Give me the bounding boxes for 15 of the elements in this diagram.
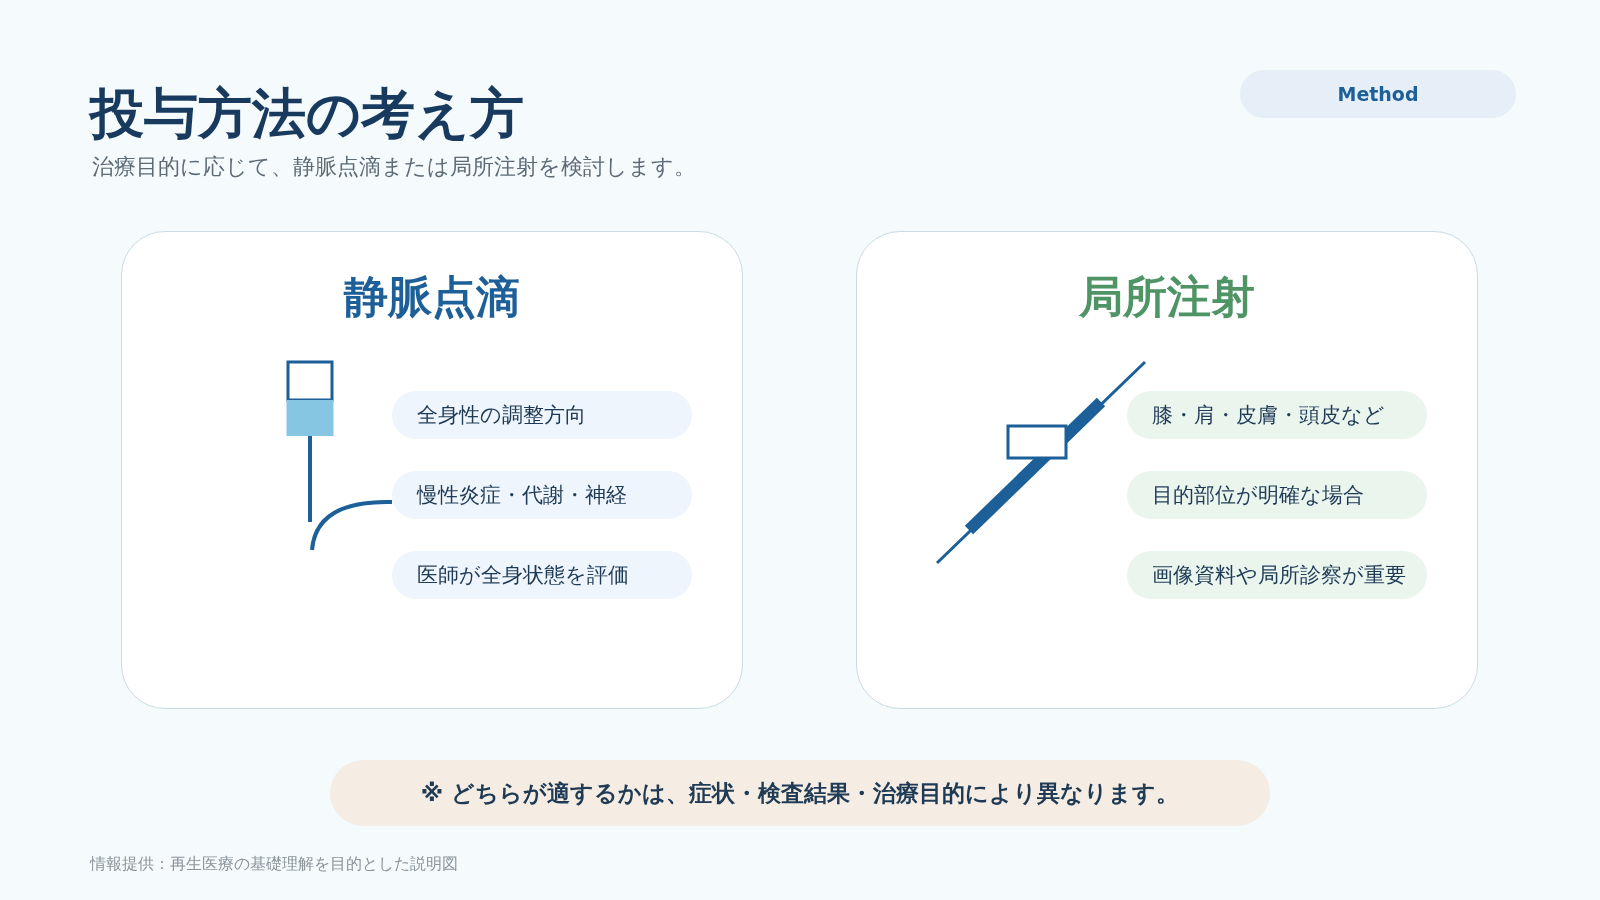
feature-pill: 全身性の調整方向 xyxy=(392,391,692,439)
method-badge: Method xyxy=(1240,70,1516,118)
card-heading: 静脈点滴 xyxy=(342,270,521,324)
note-banner: ※ どちらが適するかは、症状・検査結果・治療目的により異なります。 xyxy=(330,760,1270,826)
feature-pill: 慢性炎症・代謝・神経 xyxy=(392,471,692,519)
feature-pill: 膝・肩・皮膚・頭皮など xyxy=(1127,391,1427,439)
method-card xyxy=(856,231,1478,709)
card-heading: 局所注射 xyxy=(1077,270,1256,324)
source-note: 情報提供：再生医療の基礎理解を目的とした説明図 xyxy=(90,854,458,875)
feature-pill: 医師が全身状態を評価 xyxy=(392,551,692,599)
feature-pill: 画像資料や局所診察が重要 xyxy=(1127,551,1427,599)
method-card xyxy=(121,231,743,709)
page-title: 投与方法の考え方 xyxy=(90,80,524,147)
feature-pill: 目的部位が明確な場合 xyxy=(1127,471,1427,519)
subtitle: 治療目的に応じて、静脈点滴または局所注射を検討します。 xyxy=(92,153,696,181)
